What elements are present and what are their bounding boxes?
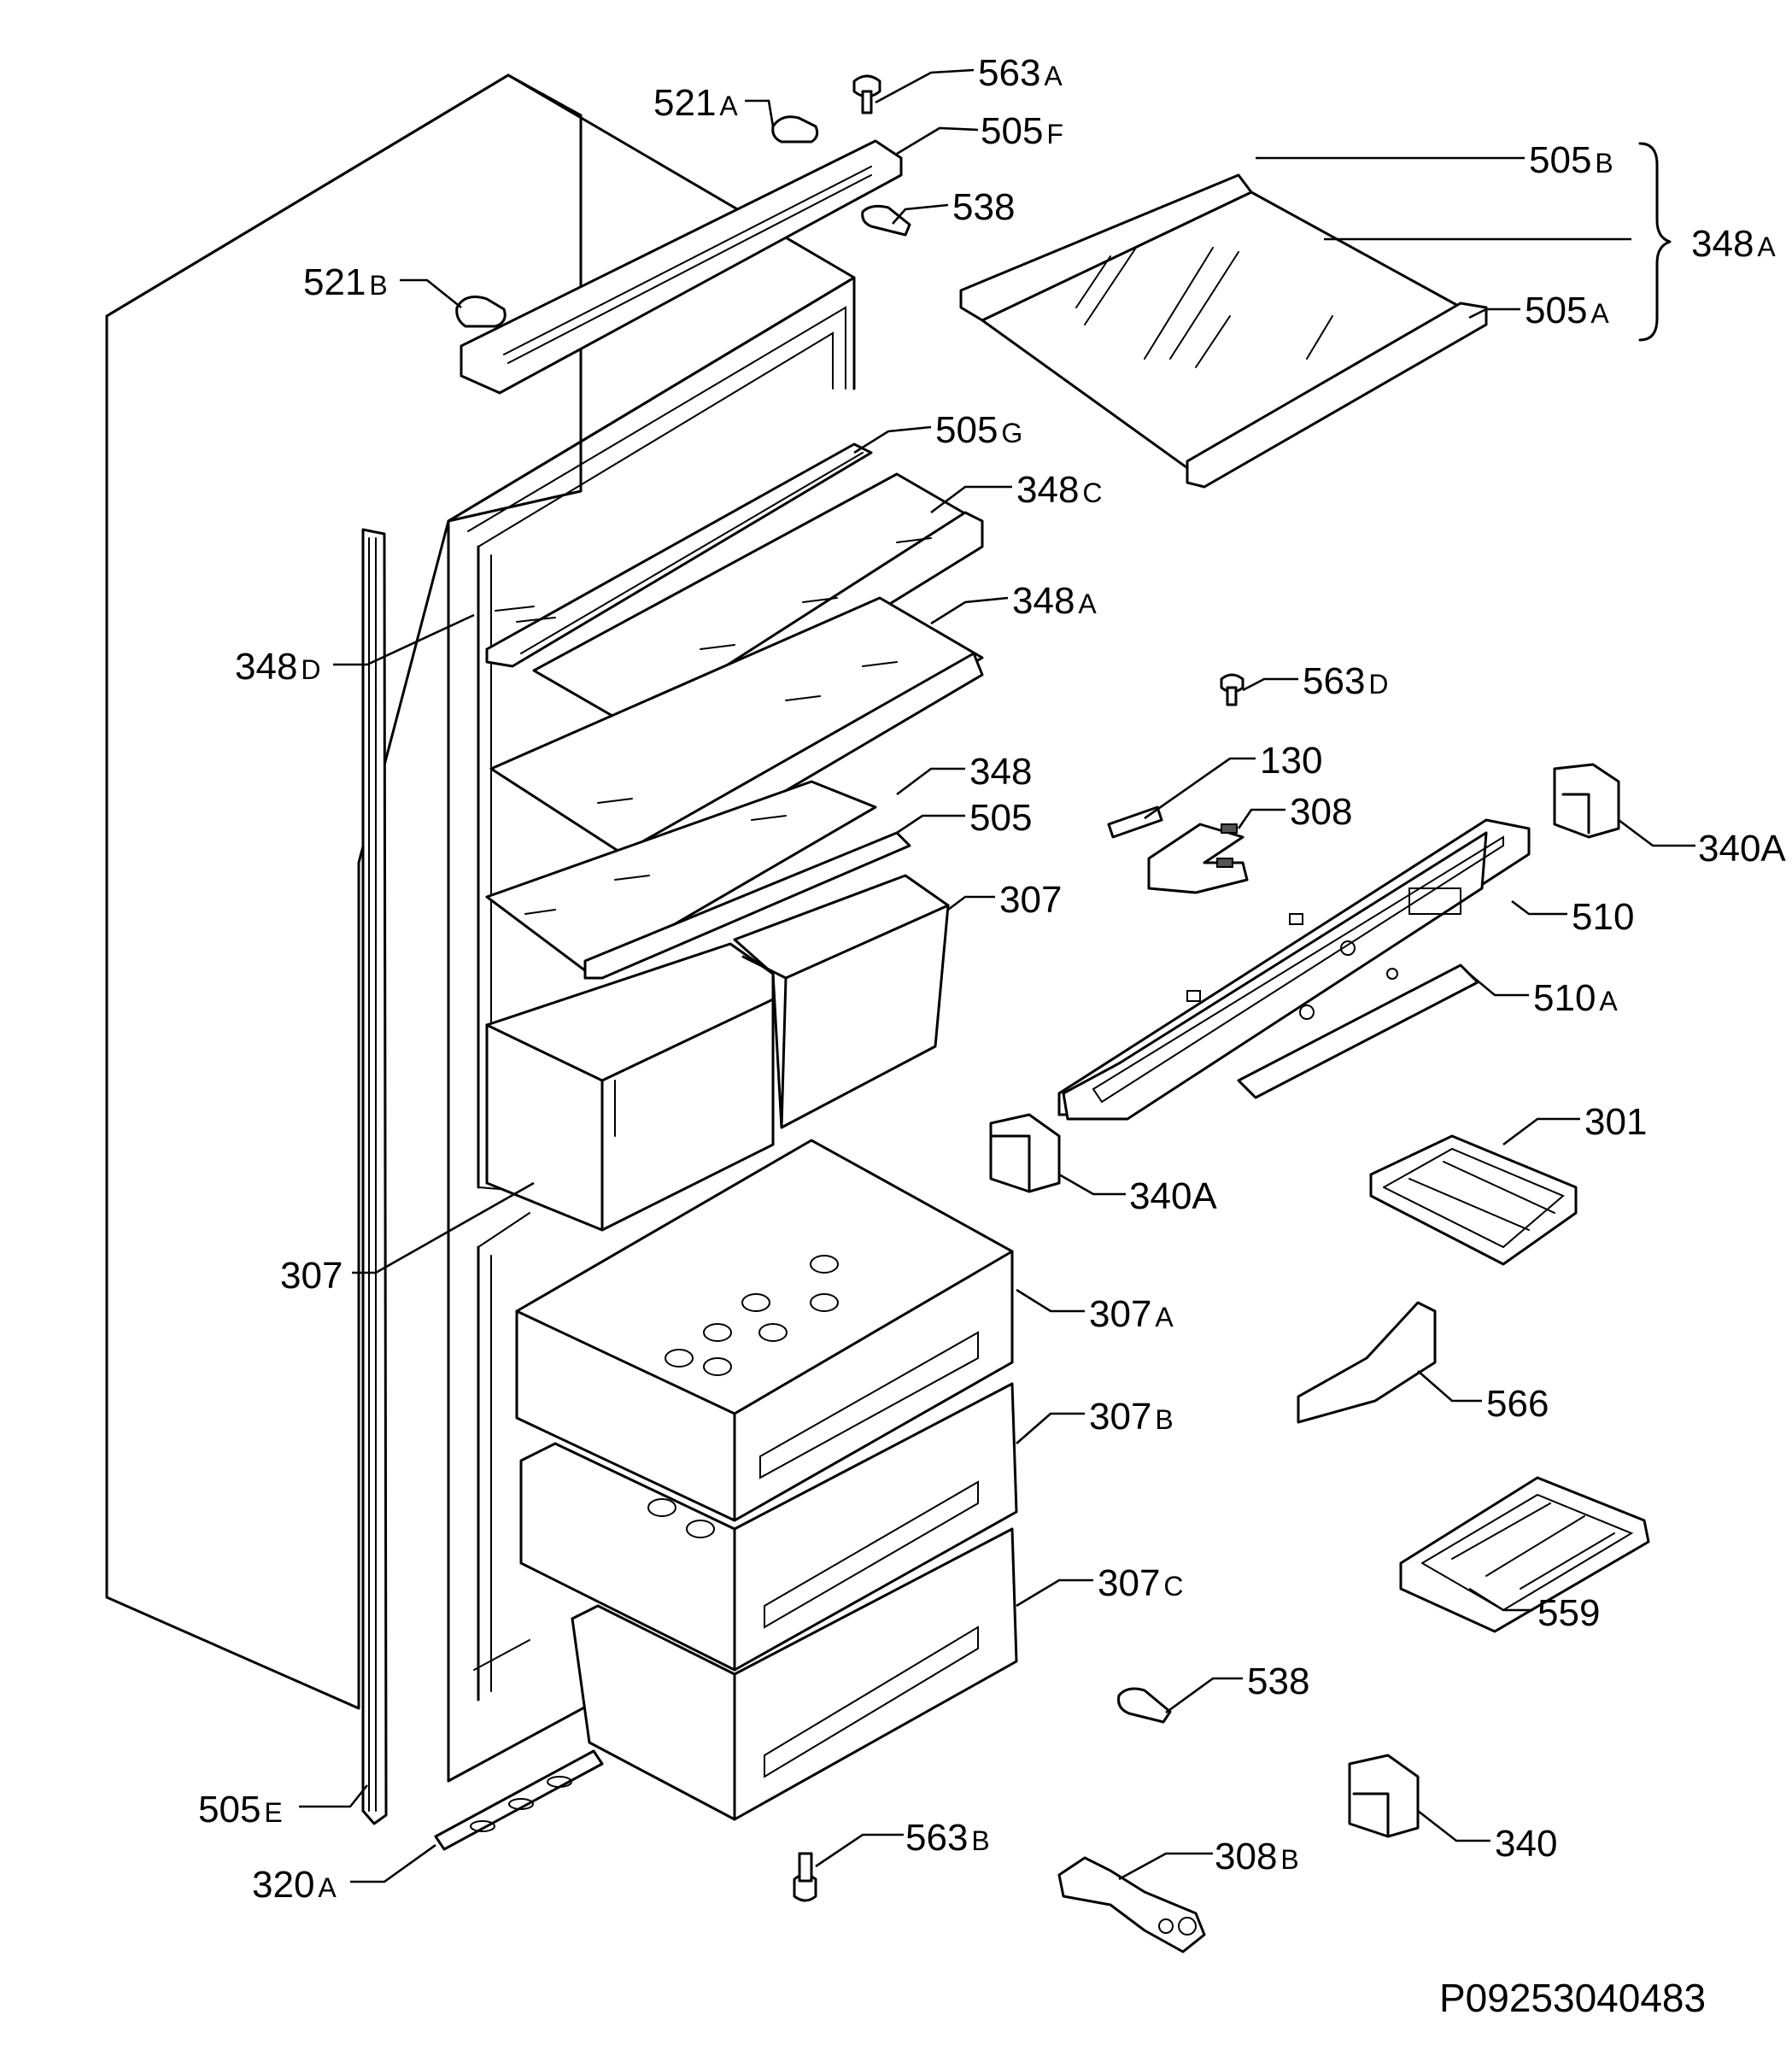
label-559: 559	[1537, 1592, 1600, 1634]
ice-cube-box-559	[1399, 1476, 1650, 1633]
end-cap-340	[1348, 1754, 1420, 1838]
label-340: 340	[1495, 1823, 1557, 1865]
label-510: 510	[1572, 896, 1634, 938]
glass-shelf-348D	[495, 606, 556, 623]
end-cap-340A-right	[1553, 763, 1620, 839]
top-rail-505F	[460, 139, 903, 395]
label-130: 130	[1260, 740, 1322, 782]
hinge-cap-521B	[455, 296, 507, 328]
hinge-cap-521A	[771, 115, 819, 144]
end-cap-340A-left	[989, 1113, 1061, 1193]
label-505: 505	[969, 797, 1032, 839]
group-brace	[1638, 142, 1672, 342]
hinge-308	[1147, 823, 1249, 894]
label-307-left: 307	[280, 1255, 343, 1297]
label-301: 301	[1584, 1101, 1647, 1143]
bracket-538-bottom	[1117, 1687, 1172, 1724]
hinge-plate-320A	[434, 1749, 604, 1851]
freezer-drawer-307A	[515, 1139, 1014, 1522]
label-340A-left: 340A	[1129, 1175, 1217, 1217]
rail-505G	[485, 442, 873, 668]
hinge-308B	[1057, 1856, 1206, 1953]
ice-tray-301	[1369, 1134, 1578, 1266]
leader-lines	[299, 68, 1695, 1883]
freezer-drawer-307B	[519, 1382, 1018, 1672]
glass-shelf-348	[485, 780, 877, 975]
freezer-drawer-307C	[571, 1527, 1018, 1821]
label-340A-right: 340A	[1698, 828, 1786, 870]
glass-shelf-348A-assembly	[959, 173, 1488, 489]
ice-scoop-566	[1297, 1301, 1437, 1424]
screw-563D	[1220, 673, 1244, 706]
rail-505	[583, 831, 911, 980]
bracket-538-top	[861, 204, 911, 237]
label-308: 308	[1290, 791, 1352, 833]
refrigerator-cabinet	[105, 73, 856, 1825]
screw-563B	[793, 1852, 817, 1902]
control-panel-510	[1057, 818, 1531, 1121]
crisper-bin-307-left	[485, 942, 775, 1232]
drawing-code: P09253040483	[1439, 1976, 1706, 2020]
label-348: 348	[969, 751, 1032, 793]
label-307-upper: 307	[999, 879, 1062, 921]
label-538-top: 538	[952, 186, 1015, 228]
screw-563A	[852, 74, 881, 114]
label-538-bottom: 538	[1247, 1660, 1309, 1702]
label-566: 566	[1486, 1383, 1549, 1425]
crisper-bin-307-right	[733, 874, 950, 1129]
